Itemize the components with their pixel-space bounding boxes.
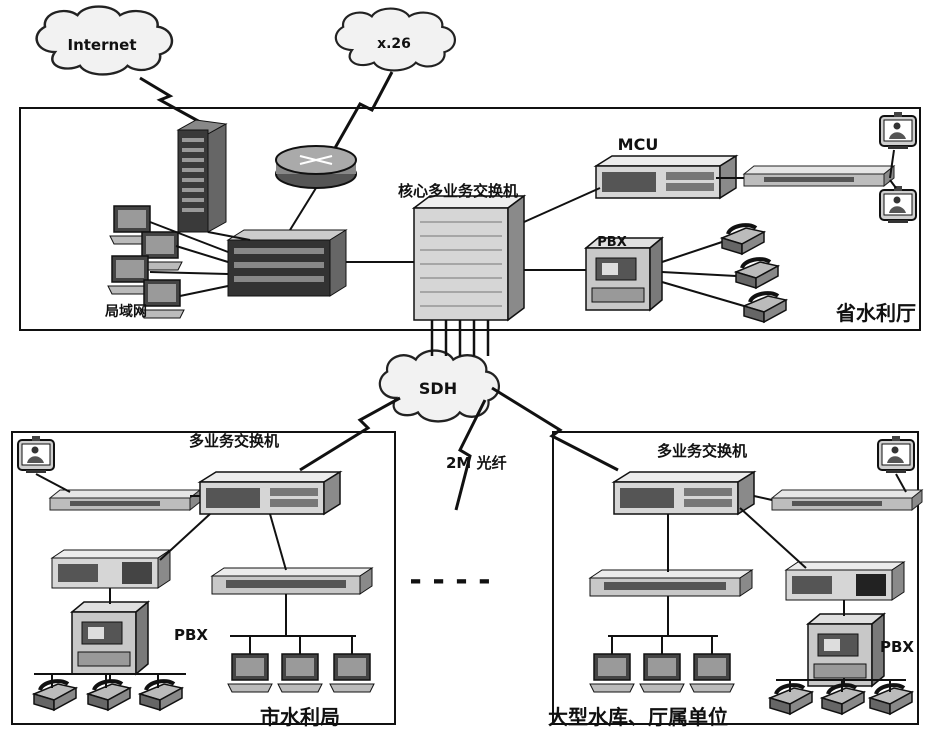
sdh-label: SDH [419,379,457,398]
server-rack [176,119,228,233]
video-terminal-top-1 [879,111,917,150]
lan-label: 局域网 [105,303,147,320]
left-server [50,549,172,589]
right-switch-label: 多业务交换机 [657,442,747,460]
x25-link [333,71,394,149]
core-switch [411,194,527,322]
city-region-box [11,431,396,725]
left-phone-2 [86,679,132,712]
provincial-region-box [19,107,921,331]
right-server [784,561,906,601]
sdh-left-link [299,396,401,472]
left-pc-2 [277,653,323,693]
left-phone-3 [138,679,184,712]
left-switch-label: 多业务交换机 [189,432,279,450]
pbx-right-label: PBX [880,638,914,656]
top-connections [149,149,897,307]
pbx-left [71,601,149,675]
right-flat-switch [771,489,923,511]
pbx-left-label: PBX [174,626,208,644]
x25-label: x.26 [377,36,411,52]
router [275,145,357,189]
lan-hub [226,229,348,297]
reservoir-label: 大型水库、厅属单位 [548,705,728,729]
right-lan-switch [588,569,754,597]
core-switch-label: 核心多业务交换机 [398,182,518,200]
internet-link [139,76,201,124]
left-multiservice-switch [199,471,341,515]
fiber-label: 2M 光纤 [446,454,507,472]
left-connections [34,473,356,688]
top-flat-switch [743,165,895,187]
city-label: 市水利局 [260,705,340,729]
right-multiservice-switch [613,471,755,515]
video-terminal-left [17,435,55,474]
internet-label: Internet [67,36,136,54]
right-pc-3 [689,653,735,693]
right-pc-1 [589,653,635,693]
pbx-right [807,613,885,687]
provincial-label: 省水利厅 [835,301,916,325]
right-pc-2 [639,653,685,693]
phone-top-1 [720,223,766,256]
video-terminal-top-2 [879,185,917,224]
left-pc-1 [227,653,273,693]
left-flat-switch [49,489,201,511]
left-lan-switch [210,567,374,595]
reservoir-region-box [552,431,919,725]
left-pc-3 [329,653,375,693]
phone-top-3 [742,291,788,324]
video-terminal-right [877,435,915,474]
phone-top-2 [734,257,780,290]
pbx-top-label: PBX [597,235,626,250]
mcu-label: MCU [618,135,659,154]
continuation-dashes: - - - - [409,563,490,598]
core-sdh-connectors [430,320,490,356]
left-phone-1 [32,679,78,712]
sdh-right-link [491,386,619,472]
mcu-device [595,155,737,199]
right-connections [608,473,907,692]
sdh-middle-link [454,399,487,511]
